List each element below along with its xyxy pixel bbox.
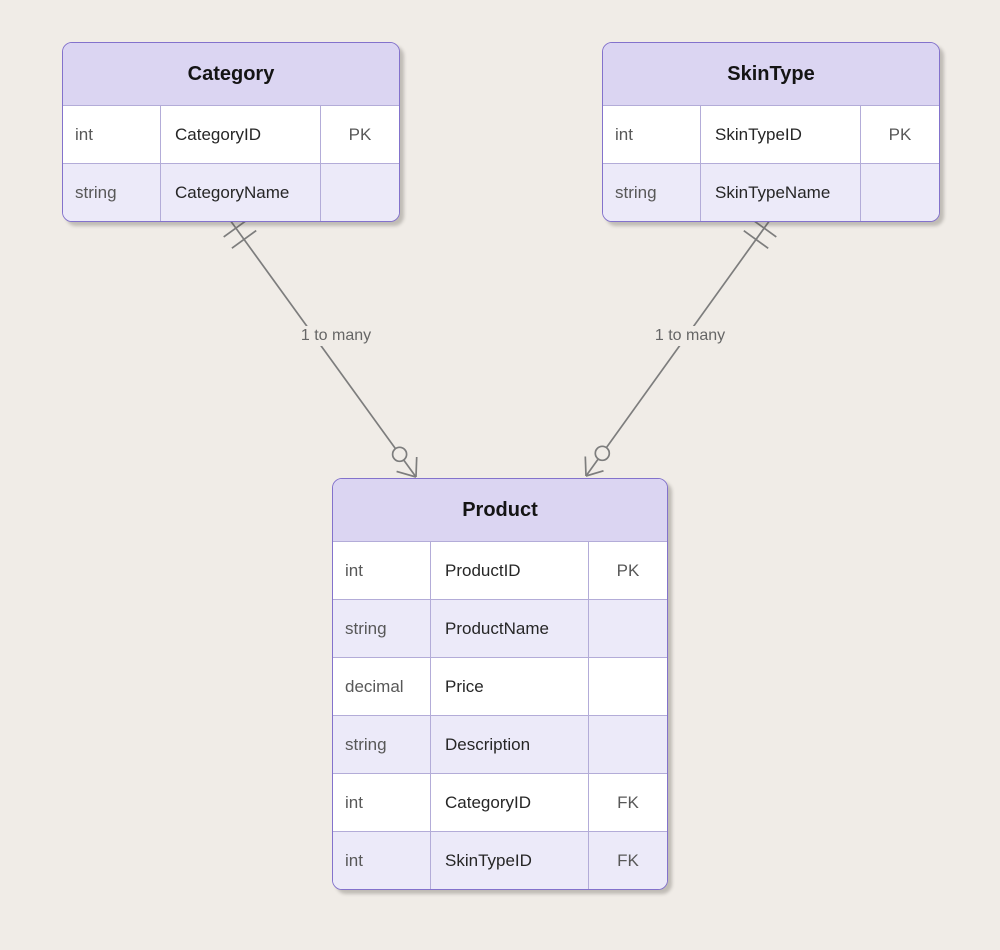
- attribute-row: int CategoryID PK: [63, 105, 399, 163]
- attribute-key: [589, 716, 667, 773]
- attribute-name: ProductID: [431, 542, 589, 599]
- attribute-type: int: [63, 106, 161, 163]
- many-crowfoot-icon: [584, 456, 587, 477]
- attribute-name: ProductName: [431, 600, 589, 657]
- entity-product[interactable]: Product int ProductID PK string ProductN…: [332, 478, 668, 890]
- attribute-name: SkinTypeID: [701, 106, 861, 163]
- entity-title: SkinType: [603, 43, 939, 105]
- attribute-type: string: [603, 164, 701, 221]
- attribute-type: int: [333, 542, 431, 599]
- attribute-type: int: [603, 106, 701, 163]
- many-crowfoot-icon: [396, 470, 417, 478]
- attribute-name: Price: [431, 658, 589, 715]
- attribute-row: string ProductName: [333, 599, 667, 657]
- entity-category[interactable]: Category int CategoryID PK string Catego…: [62, 42, 400, 222]
- attribute-key: FK: [617, 850, 639, 870]
- edge-category-product: [223, 218, 418, 478]
- edge-skintype-product: [584, 218, 777, 477]
- attribute-type: string: [333, 600, 431, 657]
- attribute-name: CategoryID: [161, 106, 321, 163]
- entity-title: Category: [63, 43, 399, 105]
- attribute-type: decimal: [333, 658, 431, 715]
- relationship-label: 1 to many: [650, 326, 730, 346]
- attribute-key: [861, 164, 939, 221]
- attribute-name: SkinTypeID: [431, 832, 589, 889]
- attribute-name: CategoryID: [431, 774, 589, 831]
- attribute-row: string SkinTypeName: [603, 163, 939, 221]
- one-cardinality-tick-icon: [751, 218, 777, 238]
- attribute-type: string: [63, 164, 161, 221]
- attribute-name: CategoryName: [161, 164, 321, 221]
- edge-line: [585, 219, 771, 477]
- zero-circle-icon: [391, 446, 408, 463]
- entity-skintype[interactable]: SkinType int SkinTypeID PK string SkinTy…: [602, 42, 940, 222]
- relationship-label: 1 to many: [296, 326, 376, 346]
- one-cardinality-tick-icon: [223, 218, 249, 238]
- attribute-row: string CategoryName: [63, 163, 399, 221]
- attribute-name: Description: [431, 716, 589, 773]
- attribute-key: FK: [617, 792, 639, 812]
- attribute-key: [589, 600, 667, 657]
- many-crowfoot-icon: [585, 469, 604, 477]
- edge-line: [229, 219, 417, 478]
- attribute-type: int: [333, 774, 431, 831]
- attribute-type: string: [333, 716, 431, 773]
- attribute-key: [321, 164, 399, 221]
- attribute-key: [589, 658, 667, 715]
- attribute-row: int SkinTypeID PK: [603, 105, 939, 163]
- attribute-key: PK: [616, 560, 640, 580]
- attribute-type: int: [333, 832, 431, 889]
- attribute-name: SkinTypeName: [701, 164, 861, 221]
- many-crowfoot-icon: [415, 456, 418, 478]
- attribute-row: int CategoryID FK: [333, 773, 667, 831]
- attribute-row: decimal Price: [333, 657, 667, 715]
- attribute-row: int SkinTypeID FK: [333, 831, 667, 889]
- attribute-key: PK: [888, 124, 912, 144]
- one-cardinality-tick-icon: [231, 229, 257, 249]
- attribute-key: PK: [348, 124, 372, 144]
- entity-title: Product: [333, 479, 667, 541]
- attribute-row: string Description: [333, 715, 667, 773]
- zero-circle-icon: [594, 445, 611, 462]
- one-cardinality-tick-icon: [743, 230, 769, 249]
- attribute-row: int ProductID PK: [333, 541, 667, 599]
